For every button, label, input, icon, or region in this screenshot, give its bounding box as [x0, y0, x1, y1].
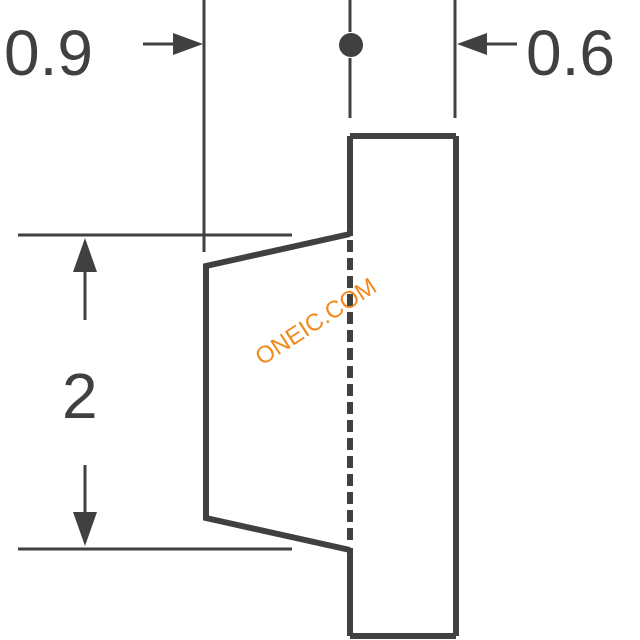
height-label: 2 [62, 360, 98, 432]
height-arrow-top [73, 238, 97, 320]
height-arrow-bottom [73, 465, 97, 546]
watermark: ONEIC.COM [251, 273, 382, 371]
right-offset-label: 0.6 [526, 17, 615, 89]
center-point [339, 33, 363, 57]
component-body [347, 133, 459, 639]
lead-tab [203, 231, 351, 553]
right-offset-arrow [457, 33, 517, 55]
left-offset-arrow [143, 33, 203, 55]
left-offset-label: 0.9 [4, 17, 93, 89]
